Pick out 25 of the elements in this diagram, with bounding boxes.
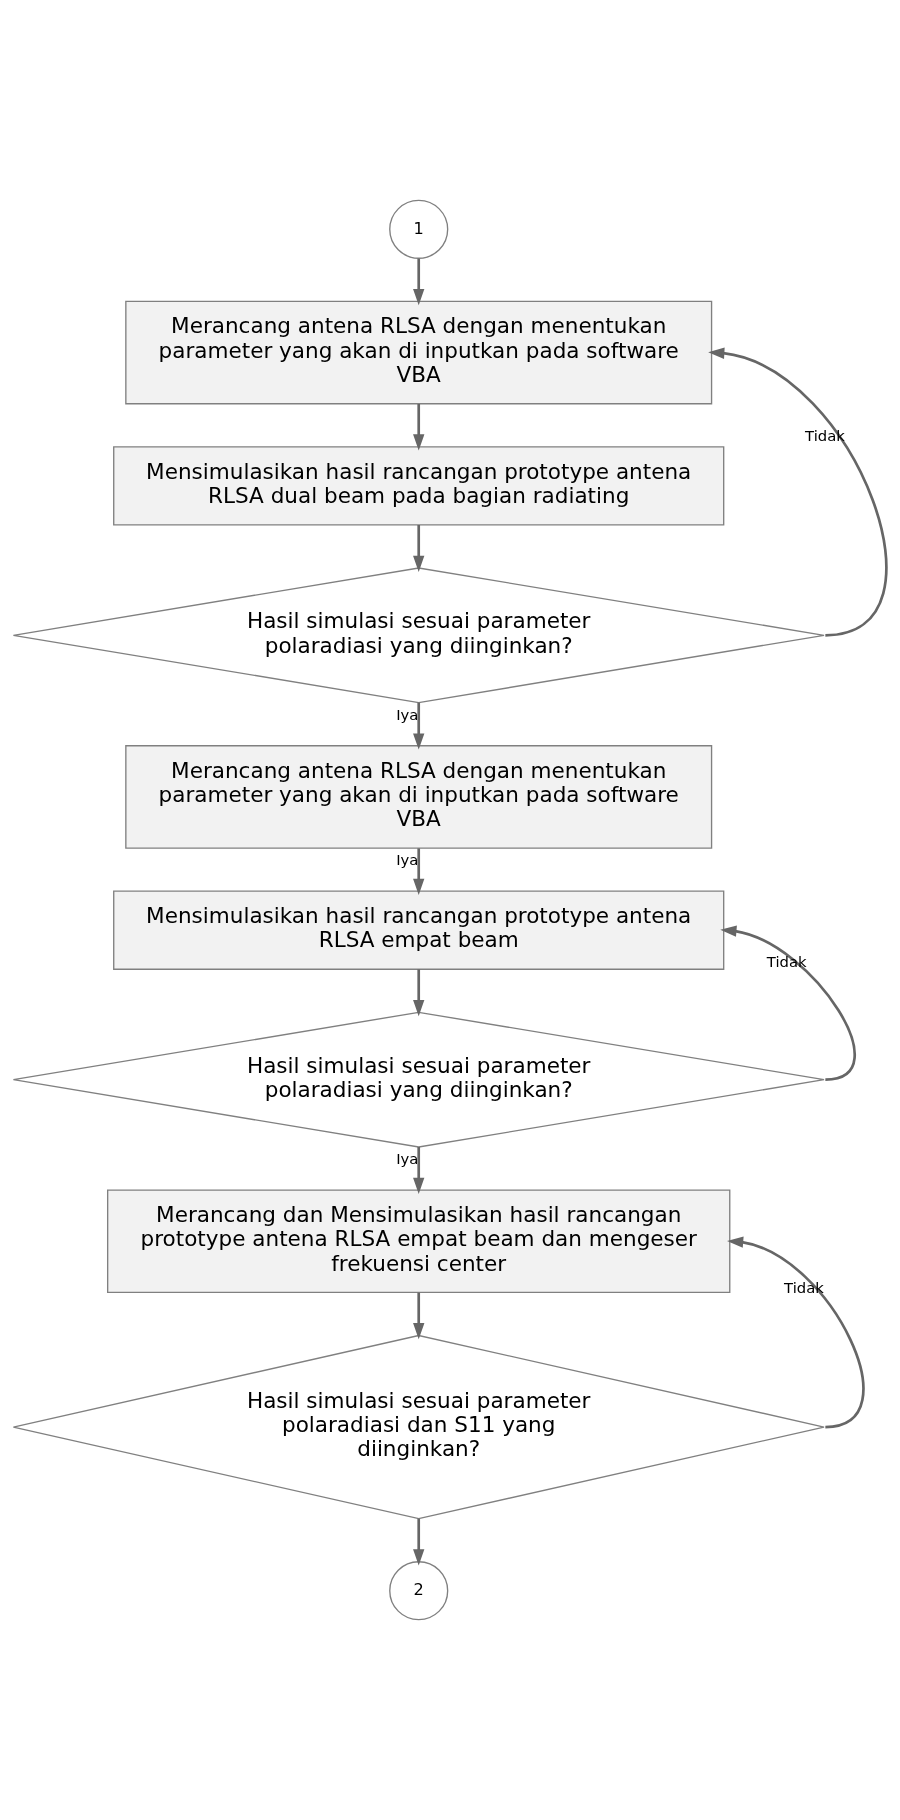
- edge-label: Iya: [396, 851, 419, 869]
- arrow: [413, 258, 425, 306]
- node-box: Mensimulasikan hasil rancangan prototype antena RLSA dual beam pada bagian radiating: [113, 446, 725, 526]
- edge-label: Iya: [396, 705, 419, 723]
- arrow: [413, 1147, 425, 1194]
- arrow: [413, 404, 425, 451]
- node-circle: 2: [389, 1561, 449, 1621]
- arrow: [708, 347, 888, 637]
- node-box: Merancang antena RLSA dengan menentukan parameter yang akan di inputkan pada software VBA: [125, 745, 713, 849]
- node-diamond: Hasil simulasi sesuai parameter polaradiasi dan S11 yang diinginkan?: [12, 1334, 825, 1520]
- node-box: Merancang dan Mensimulasikan hasil rancangan prototype antena RLSA empat beam dan mengeser frekuensi center: [107, 1189, 731, 1294]
- node-box: Merancang antena RLSA dengan menentukan parameter yang akan di inputkan pada software VBA: [125, 300, 713, 405]
- arrow: [413, 1518, 425, 1566]
- arrow: [413, 969, 425, 1017]
- arrow: [413, 1292, 425, 1340]
- node-diamond: Hasil simulasi sesuai parameter polaradiasi yang diinginkan?: [12, 567, 825, 704]
- arrow: [720, 925, 856, 1081]
- arrow: [413, 848, 425, 895]
- node-diamond: Hasil simulasi sesuai parameter polaradiasi yang diinginkan?: [12, 1011, 825, 1148]
- arrow: [413, 525, 425, 572]
- arrow: [727, 1236, 865, 1429]
- node-box: Mensimulasikan hasil rancangan prototype antena RLSA empat beam: [113, 890, 725, 970]
- node-circle: 1: [389, 199, 449, 259]
- arrow: [413, 702, 425, 750]
- edge-label: Iya: [396, 1150, 419, 1168]
